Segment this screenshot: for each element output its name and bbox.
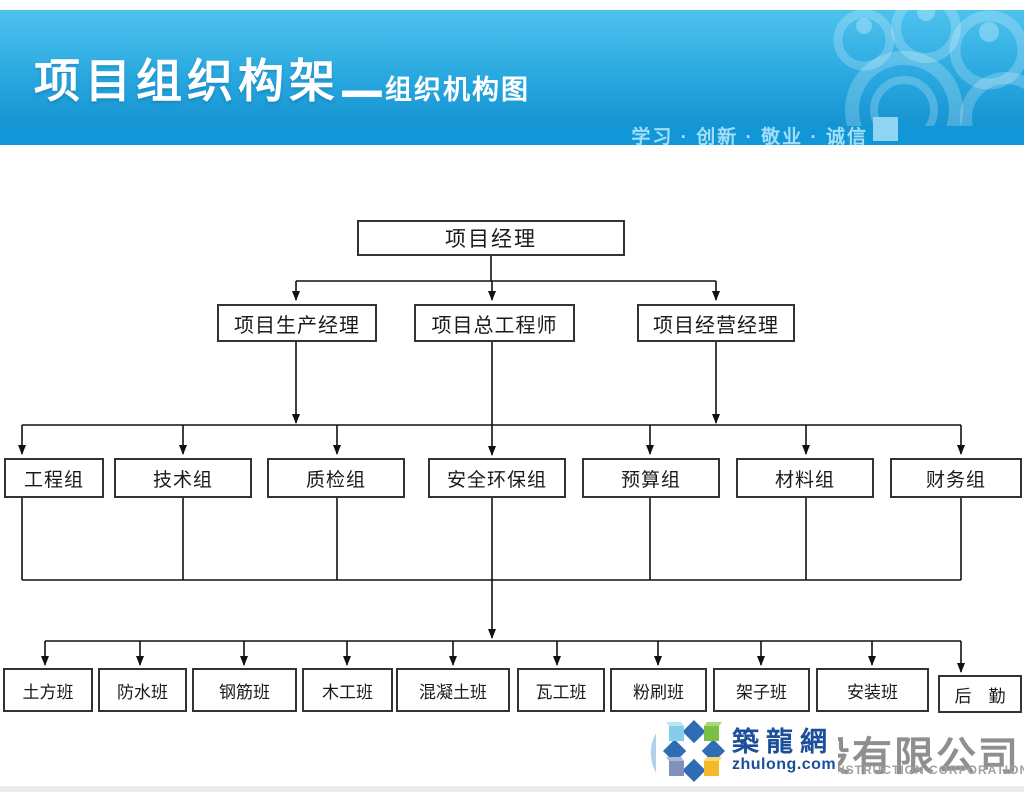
org-box: 财务组	[890, 458, 1022, 498]
org-box: 防水班	[98, 668, 187, 712]
org-box: 混凝土班	[396, 668, 510, 712]
zhulong-logo-domain: zhulong.com	[732, 756, 837, 774]
title-main-text: 项目组织构架	[34, 55, 340, 107]
page-title: 项目组织构架 --- 组织机构图	[34, 55, 530, 117]
org-box: 瓦工班	[517, 668, 605, 712]
org-box: 技术组	[114, 458, 252, 498]
org-box: 项目生产经理	[217, 304, 377, 342]
org-box: 工程组	[4, 458, 104, 498]
org-box: 后 勤	[938, 675, 1022, 713]
org-box: 安装班	[816, 668, 929, 712]
org-box: 材料组	[736, 458, 874, 498]
accent-square	[873, 117, 898, 141]
zhulong-pinwheel-icon	[663, 720, 725, 782]
zhulong-logo-text: 築龍網 zhulong.com	[732, 726, 837, 774]
title-sub-text: 组织机构图	[384, 75, 530, 105]
zhulong-logo-cn: 築龍網	[732, 726, 834, 757]
watermark-english-text: NSTRUCTION CORPORATION	[836, 763, 1024, 777]
org-box: 粉刷班	[610, 668, 707, 712]
watermark-company-text: 设有限公司	[810, 735, 1020, 779]
org-box: 安全环保组	[428, 458, 566, 498]
org-box: 预算组	[582, 458, 720, 498]
org-box: 项目总工程师	[414, 304, 575, 342]
org-box: 钢筋班	[192, 668, 297, 712]
motto-text: 学习 · 创新 · 敬业 · 诚信	[631, 127, 868, 148]
org-box: 土方班	[3, 668, 93, 712]
org-box: 架子班	[713, 668, 810, 712]
zhulong-logo: 築龍網 zhulong.com	[656, 712, 838, 790]
org-box: 木工班	[302, 668, 393, 712]
title-dashes: ---	[340, 60, 384, 120]
org-box: 项目经营经理	[637, 304, 795, 342]
subtitle-band	[0, 126, 1024, 145]
org-box: 项目经理	[357, 220, 625, 256]
org-box: 质检组	[267, 458, 405, 498]
bottom-edge-strip	[0, 786, 1024, 792]
